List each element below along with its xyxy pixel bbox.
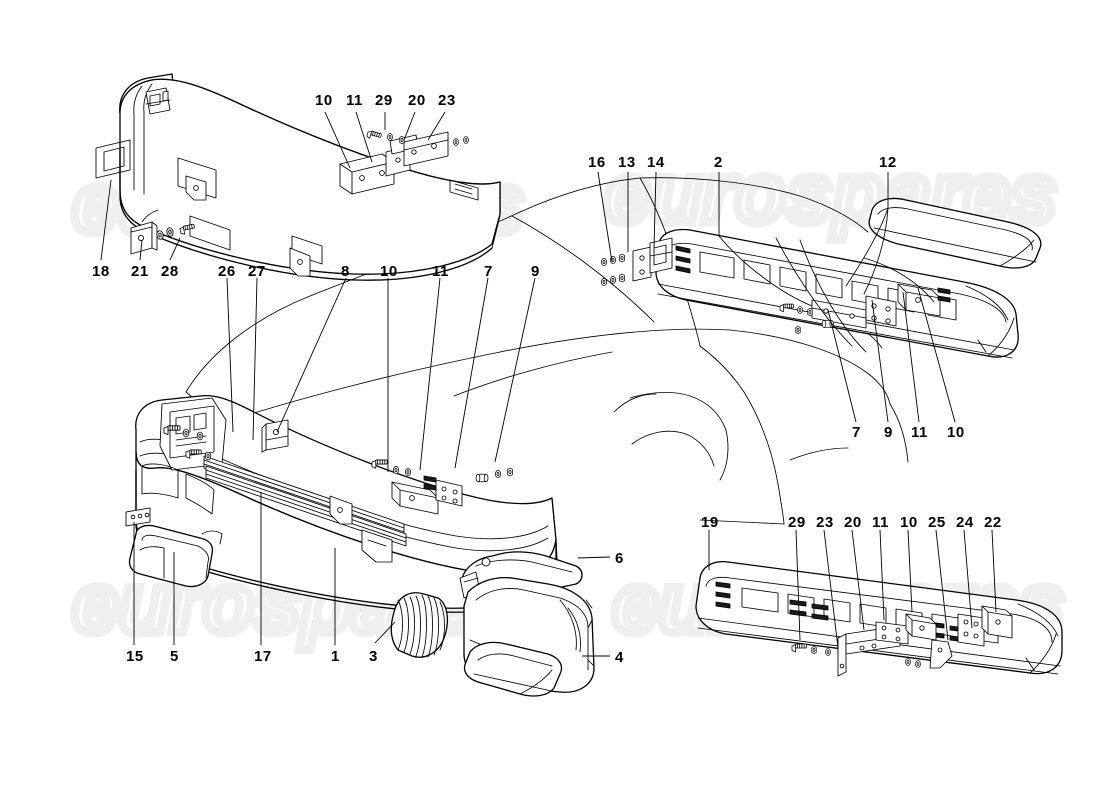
callout-11: 11 (432, 263, 449, 280)
callout-11: 11 (872, 514, 889, 531)
callout-18: 18 (92, 263, 110, 280)
callout-22: 22 (984, 514, 1002, 531)
leader-line-11 (355, 111, 373, 163)
callout-27: 27 (248, 263, 266, 280)
callout-13: 13 (618, 154, 636, 171)
leader-line-26 (226, 277, 234, 433)
leader-line-7 (827, 309, 857, 423)
callout-29: 29 (375, 92, 393, 109)
leader-line-27 (252, 277, 258, 441)
callout-21: 21 (131, 263, 149, 280)
upper-right-hardware (779, 283, 951, 335)
upper-left-hardware (339, 129, 469, 195)
leader-line-20 (851, 529, 865, 631)
callout-1: 1 (331, 648, 340, 665)
leader-line-24 (963, 529, 973, 629)
callout-24: 24 (956, 514, 974, 531)
callout-7: 7 (852, 424, 861, 441)
callout-11: 11 (346, 92, 363, 109)
callout-10: 10 (947, 424, 965, 441)
callout-20: 20 (844, 514, 862, 531)
rear-bumper-upper-right (601, 197, 1042, 359)
leader-line-8 (276, 277, 347, 433)
leader-line-18 (100, 179, 112, 261)
callout-2: 2 (714, 154, 723, 171)
callout-4: 4 (615, 649, 624, 666)
callout-29: 29 (788, 514, 806, 531)
callout-14: 14 (647, 154, 665, 171)
leader-line-9 (871, 299, 889, 423)
callout-25: 25 (928, 514, 946, 531)
callout-28: 28 (161, 263, 179, 280)
leader-line-22 (991, 529, 997, 613)
callout-15: 15 (126, 648, 144, 665)
leader-line-11 (902, 291, 920, 423)
leader-line-23 (427, 111, 446, 141)
front-bumper-lower-left (125, 394, 559, 613)
callout-9: 9 (531, 263, 540, 280)
callout-10: 10 (315, 92, 333, 109)
callout-10: 10 (380, 263, 398, 280)
callout-23: 23 (438, 92, 456, 109)
leader-line-16 (597, 171, 613, 263)
callout-20: 20 (408, 92, 426, 109)
leader-line-9 (494, 277, 536, 463)
rear-bumper-upper-left (95, 73, 501, 281)
leader-line-10 (907, 529, 913, 613)
callout-16: 16 (588, 154, 606, 171)
callout-17: 17 (254, 648, 272, 665)
leader-line-10 (324, 111, 351, 169)
leader-line-6 (577, 556, 611, 559)
front-bumper-hardware (371, 459, 513, 515)
leader-line-3 (374, 621, 396, 644)
leader-line-11 (419, 277, 441, 471)
leader-line-20 (403, 111, 416, 141)
callout-3: 3 (369, 648, 378, 665)
leader-line-11 (879, 529, 885, 621)
leader-line-10 (917, 287, 956, 423)
callout-19: 19 (701, 514, 719, 531)
callout-6: 6 (615, 550, 624, 567)
rear-bumper-lower-right (695, 560, 1063, 677)
callout-5: 5 (170, 648, 179, 665)
callout-10: 10 (900, 514, 918, 531)
leader-line-23 (823, 529, 839, 649)
callout-12: 12 (879, 154, 897, 171)
callout-9: 9 (884, 424, 893, 441)
leader-line-7 (454, 277, 489, 469)
callout-23: 23 (816, 514, 834, 531)
leader-line-25 (935, 529, 949, 641)
leader-line-28 (169, 237, 181, 261)
rear-bumper-lower-hardware (791, 605, 1013, 677)
callout-leader-lines (100, 111, 997, 657)
leader-line-21 (139, 239, 143, 261)
callout-8: 8 (341, 263, 350, 280)
callout-11: 11 (911, 424, 928, 441)
air-duct-group (390, 551, 595, 697)
callout-26: 26 (218, 263, 236, 280)
callout-7: 7 (484, 263, 493, 280)
leader-line-29 (795, 529, 801, 641)
leader-line-14 (653, 171, 657, 249)
